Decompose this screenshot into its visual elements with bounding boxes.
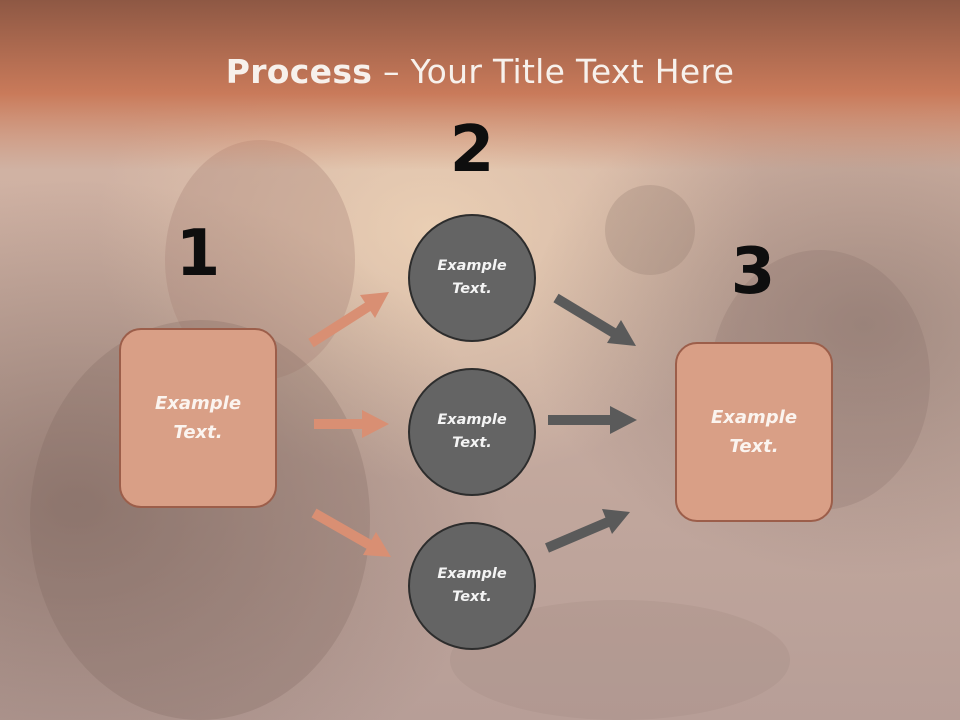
arrow-gray-right-icon — [548, 406, 637, 434]
circle-2-text-line2: Text. — [452, 435, 492, 451]
circle-3-text-line1: Example — [437, 566, 507, 582]
step-1-box: Example Text. — [119, 328, 277, 508]
circle-2-text: Example Text. — [437, 409, 506, 455]
circle-2-text-line1: Example — [437, 412, 507, 428]
step-number-2: 2 — [449, 113, 495, 187]
circle-1-text-line1: Example — [437, 258, 507, 274]
circle-1-text: Example Text. — [437, 255, 506, 301]
circle-1-text-line2: Text. — [452, 281, 492, 297]
circle-3-text-line2: Text. — [452, 589, 492, 605]
step-3-text-line1: Example — [710, 407, 798, 428]
title-bold: Process — [225, 52, 373, 91]
circle-3-text: Example Text. — [437, 563, 506, 609]
title-rest: – Your Title Text Here — [372, 52, 735, 91]
arrow-gray-down-icon — [553, 293, 636, 346]
circle-1: Example Text. — [408, 214, 536, 342]
arrow-salmon-right-icon — [314, 410, 389, 438]
step-number-3: 3 — [730, 235, 776, 309]
circle-2: Example Text. — [408, 368, 536, 496]
arrow-salmon-up-icon — [308, 292, 389, 348]
step-3-box: Example Text. — [675, 342, 833, 522]
step-3-text-line2: Text. — [729, 436, 779, 457]
arrow-salmon-down-icon — [311, 508, 391, 557]
circle-3: Example Text. — [408, 522, 536, 650]
step-number-1: 1 — [175, 217, 221, 291]
arrow-gray-up-icon — [545, 509, 630, 553]
step-1-text: Example Text. — [155, 389, 241, 447]
slide-title: Process – Your Title Text Here — [0, 52, 960, 91]
step-1-text-line2: Text. — [173, 422, 223, 443]
step-3-text: Example Text. — [711, 403, 797, 461]
step-1-text-line1: Example — [154, 393, 242, 414]
